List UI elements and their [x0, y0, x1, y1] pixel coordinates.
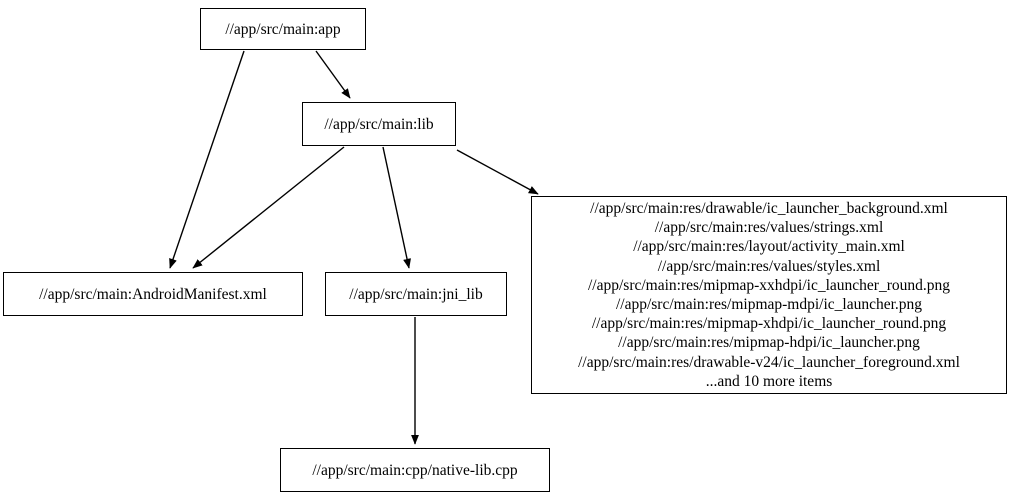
node-jni-lib-label: //app/src/main:jni_lib	[349, 285, 483, 303]
graph-edge-app-to-lib	[315, 50, 351, 99]
node-native-lib-cpp[interactable]: //app/src/main:cpp/native-lib.cpp	[280, 448, 550, 492]
node-jni-lib[interactable]: //app/src/main:jni_lib	[325, 272, 507, 316]
graph-edge-app-to-manifest	[169, 50, 245, 269]
node-android-manifest-label: //app/src/main:AndroidManifest.xml	[39, 285, 267, 303]
node-lib-label: //app/src/main:lib	[324, 115, 434, 133]
node-res-group-label: //app/src/main:res/drawable/ic_launcher_…	[578, 199, 960, 390]
node-app-label: //app/src/main:app	[225, 20, 341, 38]
node-app[interactable]: //app/src/main:app	[200, 8, 366, 50]
node-android-manifest[interactable]: //app/src/main:AndroidManifest.xml	[3, 272, 303, 316]
graph-edge-lib-to-manifest	[192, 146, 345, 269]
graph-edge-lib-to-jni-lib	[382, 146, 411, 269]
graph-edge-lib-to-res-group	[456, 149, 539, 195]
node-lib[interactable]: //app/src/main:lib	[302, 102, 456, 146]
node-res-group[interactable]: //app/src/main:res/drawable/ic_launcher_…	[531, 196, 1007, 394]
node-native-lib-cpp-label: //app/src/main:cpp/native-lib.cpp	[312, 461, 518, 479]
